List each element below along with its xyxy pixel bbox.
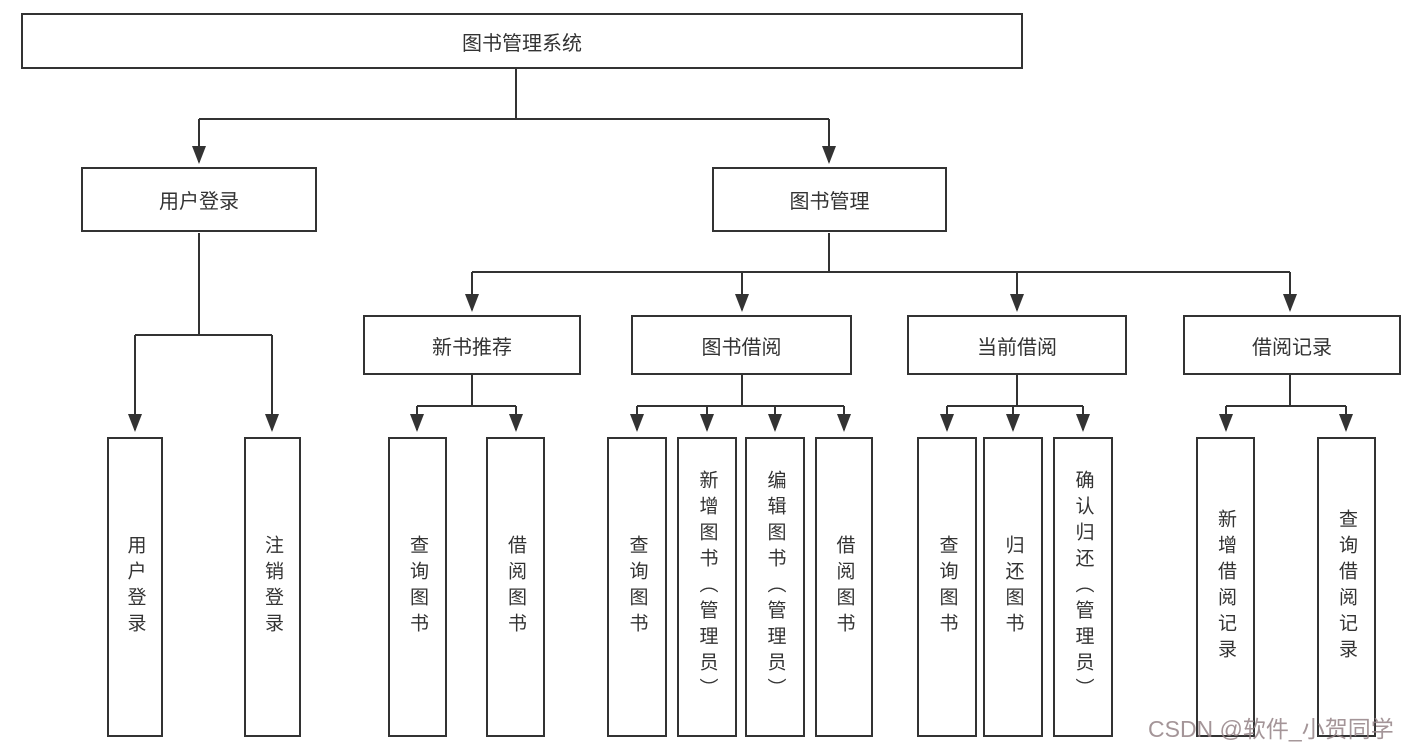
leaf-label: 新增借阅记录 [1215, 509, 1236, 665]
group-label: 借阅记录 [1252, 336, 1332, 359]
leaf-borrow-books-recommend: 借阅图书 [486, 437, 545, 737]
root-node-label: 图书管理系统 [462, 32, 582, 55]
group-new-book-recommend: 新书推荐 [363, 315, 581, 375]
leaf-query-borrow-record: 查询借阅记录 [1317, 437, 1376, 737]
leaf-add-book-admin: 新增图书（管理员） [677, 437, 737, 737]
group-borrow-records: 借阅记录 [1183, 315, 1401, 375]
leaf-logout-login: 注销登录 [244, 437, 301, 737]
leaf-query-books-borrow: 查询图书 [607, 437, 667, 737]
leaf-label: 借阅图书 [833, 535, 855, 639]
leaf-query-books-recommend: 查询图书 [388, 437, 447, 737]
group-current-borrow: 当前借阅 [907, 315, 1127, 375]
group-label: 新书推荐 [432, 336, 512, 359]
group-book-borrow: 图书借阅 [631, 315, 852, 375]
leaf-label: 查询借阅记录 [1336, 509, 1357, 665]
leaf-return-book: 归还图书 [983, 437, 1043, 737]
csdn-watermark: CSDN @软件_小贺同学 [1148, 716, 1394, 742]
leaf-add-borrow-record: 新增借阅记录 [1196, 437, 1255, 737]
leaf-label: 归还图书 [1002, 535, 1024, 639]
leaf-user-login: 用户登录 [107, 437, 163, 737]
group-label: 图书借阅 [701, 336, 782, 359]
branch-book-management: 图书管理 [712, 167, 947, 232]
leaf-label: 查询图书 [407, 535, 428, 639]
group-label: 当前借阅 [977, 336, 1057, 359]
branch-user-login: 用户登录 [81, 167, 317, 232]
leaf-edit-book-admin: 编辑图书（管理员） [745, 437, 805, 737]
leaf-label: 注销登录 [262, 535, 283, 639]
leaf-label: 编辑图书（管理员） [764, 470, 786, 704]
root-node-book-management-system: 图书管理系统 [21, 13, 1023, 69]
leaf-label: 借阅图书 [505, 535, 526, 639]
branch-label: 用户登录 [159, 191, 239, 213]
leaf-label: 确认归还（管理员） [1072, 470, 1094, 704]
leaf-query-books-current: 查询图书 [917, 437, 977, 737]
branch-label: 图书管理 [789, 191, 870, 213]
leaf-label: 查询图书 [936, 535, 958, 639]
leaf-borrow-books: 借阅图书 [815, 437, 873, 737]
leaf-label: 查询图书 [626, 535, 648, 639]
leaf-label: 用户登录 [124, 535, 146, 639]
leaf-label: 新增图书（管理员） [696, 470, 718, 704]
leaf-confirm-return-admin: 确认归还（管理员） [1053, 437, 1113, 737]
